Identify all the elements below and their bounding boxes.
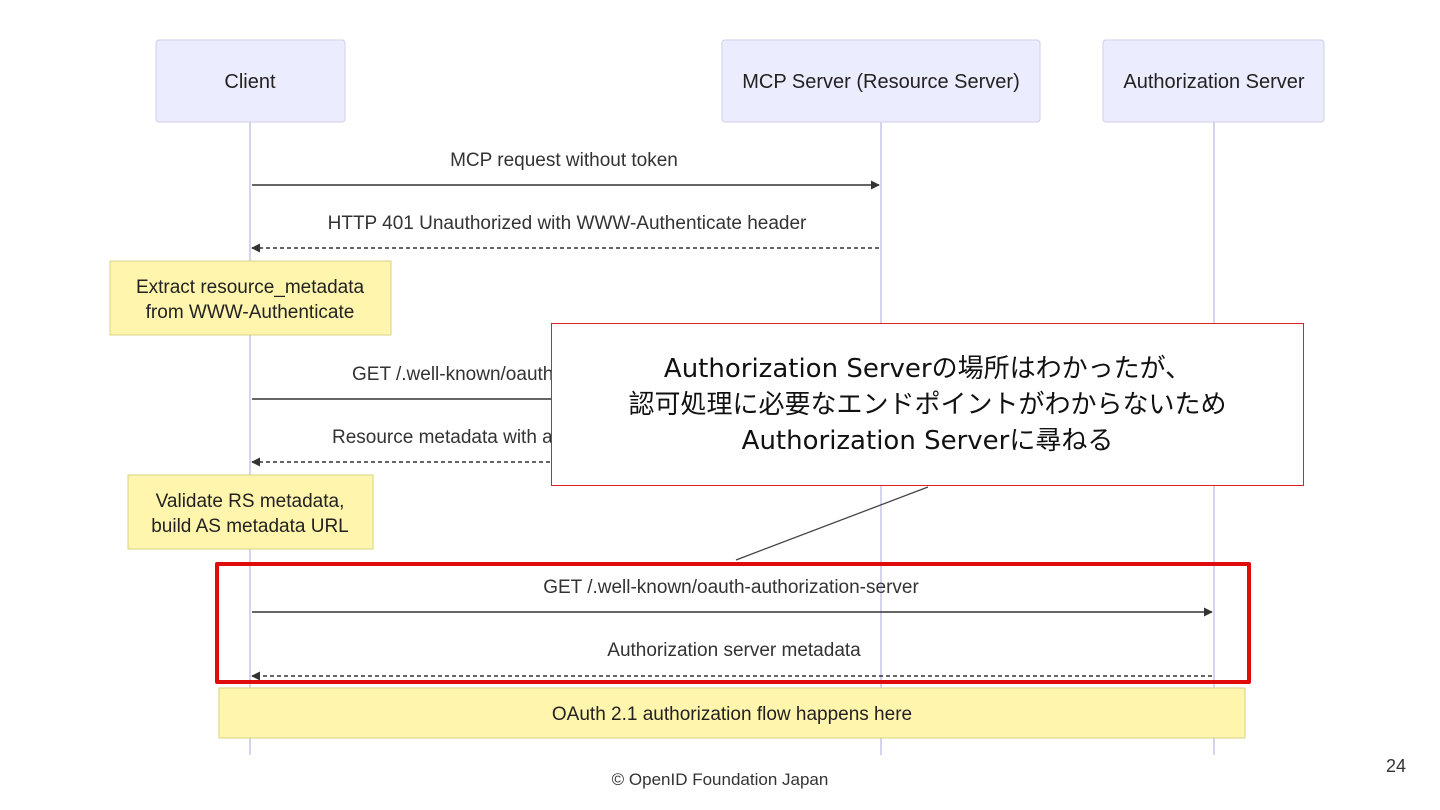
footer-copyright: © OpenID Foundation Japan (611, 770, 829, 789)
message-label: HTTP 401 Unauthorized with WWW-Authentic… (328, 213, 807, 234)
highlight-frame (215, 562, 1251, 684)
callout-line: Authorization Serverに尋ねる (741, 425, 1114, 456)
actor-mcp-server: MCP Server (Resource Server) (721, 39, 1041, 123)
message-label: Authorization server metadata (607, 640, 861, 661)
actor-mcp-server-label: MCP Server (Resource Server) (742, 71, 1019, 93)
message-label: MCP request without token (450, 150, 678, 171)
note-line: Validate RS metadata, (156, 491, 345, 512)
actor-authorization-server-label: Authorization Server (1123, 71, 1305, 93)
actor-client-label: Client (224, 71, 276, 93)
callout-line: Authorization Serverの場所はわかったが、 (663, 353, 1192, 384)
note-extract-resource-metadata: Extract resource_metadata from WWW-Authe… (109, 260, 392, 336)
callout-line: 認可処理に必要なエンドポイントがわからないため (628, 389, 1227, 420)
message-label: GET /.well-known/oauth-authorization-ser… (543, 577, 919, 598)
note-line: OAuth 2.1 authorization flow happens her… (552, 704, 912, 725)
note-oauth-flow: OAuth 2.1 authorization flow happens her… (218, 687, 1246, 739)
actor-authorization-server: Authorization Server (1102, 39, 1325, 123)
callout-connector (735, 486, 929, 561)
note-line: from WWW-Authenticate (146, 302, 355, 323)
callout-box: Authorization Serverの場所はわかったが、 認可処理に必要なエ… (551, 323, 1304, 486)
note-line: Extract resource_metadata (136, 277, 365, 298)
note-validate-rs-metadata: Validate RS metadata, build AS metadata … (127, 474, 374, 550)
note-line: build AS metadata URL (151, 516, 349, 537)
actor-client: Client (155, 39, 346, 123)
page-number: 24 (1385, 756, 1406, 776)
